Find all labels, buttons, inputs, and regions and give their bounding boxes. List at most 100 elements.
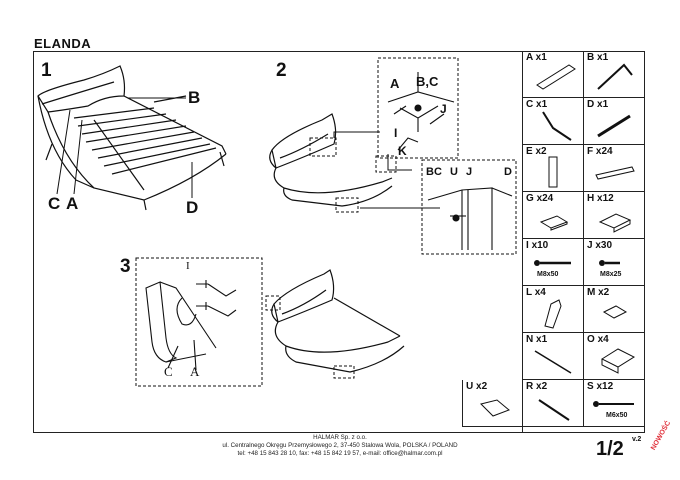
part-qty: x2 [536,381,548,392]
part-qty: x1 [535,52,547,63]
bolt-icon [599,260,620,266]
part-cell-i: I x10 M8x50 [523,239,584,286]
corner-bracket-icon [600,348,636,374]
part-code: N [526,334,534,345]
step-2-detail-callout-u: U [450,166,458,178]
part-code: U [466,381,474,392]
part-qty: x1 [536,99,548,110]
step-1-callout-a: A [66,194,79,213]
step-3-headboard-drawing [265,269,405,379]
part-cell-s: S x12 M6x50 [584,380,645,427]
part-cell-g: G x24 [523,192,584,239]
part-code: A [526,52,533,63]
parts-list-panel [522,51,645,433]
part-qty: x2 [598,287,610,298]
step-1-number: 1 [41,60,52,81]
part-code: R [526,381,534,392]
screw-size: M6x50 [606,412,628,419]
step-3-detail-box [135,257,263,387]
part-cell-d: D x1 [584,98,645,145]
part-cell-m: M x2 [584,286,645,333]
part-code: O [587,334,595,345]
part-code: S [587,381,594,392]
part-cell-j: J x30 M8x25 [584,239,645,286]
part-code: I [526,240,529,251]
step-2-callout-j: J [440,102,447,116]
part-qty: x12 [597,193,614,204]
step-1-callout-c: C [48,194,61,213]
step-3-callout-i: I [186,260,190,272]
rod-icon [538,399,570,421]
part-cell-e: E x2 [523,145,584,192]
step-2-callout-a: A [390,76,400,91]
part-code: L [526,287,532,298]
step-2-callout-i: I [394,126,398,140]
part-qty: x2 [535,146,547,157]
step-2-detail-box-panel [421,159,517,255]
part-qty: x10 [531,240,549,251]
part-qty: x2 [476,381,488,392]
part-code: D [587,99,595,110]
part-cell-a: A x1 [523,51,584,98]
part-qty: x4 [534,287,546,298]
step-2-detail-box-corner [377,57,459,159]
step-2-detail-callout-j: J [466,166,473,178]
part-code: M [587,287,596,298]
page-number: 1/2 [596,438,624,460]
step-3-callout-a: A [190,364,200,379]
foot-rail-icon [597,114,631,138]
step-2-headboard-assembly-drawing [269,113,397,213]
leg-icon [544,299,562,329]
part-code: H [587,193,595,204]
part-qty: x1 [536,334,548,345]
footer-company: HALMAR Sp. z o.o. [313,434,367,441]
support-beam-icon [548,156,558,188]
document-title: ELANDA [34,36,92,51]
part-cell-f: F x24 [584,145,645,192]
part-code: C [526,99,534,110]
footer-contact: tel: +48 15 843 28 10, fax: +48 15 842 1… [237,450,443,457]
screw-icon [593,401,634,407]
part-code: G [526,193,534,204]
slat-icon [595,166,635,180]
step-2-detail-callout-b: B [426,166,434,178]
part-code: E [526,146,533,157]
mounting-plate-icon [480,399,510,417]
footer: HALMAR Sp. z o.o. ul. Centralnego Okręgu… [0,434,680,458]
headboard-panel-icon [536,64,576,90]
part-qty: x12 [596,381,614,392]
part-qty: x24 [536,193,554,204]
slat-holder-icon [598,213,632,233]
part-code: B [587,52,595,63]
part-qty: x30 [595,240,613,251]
part-qty: x4 [597,334,609,345]
part-cell-u: U x2 [462,380,523,427]
part-qty: x1 [597,99,609,110]
side-rail-icon [597,63,633,90]
part-cell-o: O x4 [584,333,645,380]
part-cell-n: N x1 [523,333,584,380]
step-2-detail-callout-c: C [434,166,442,178]
bracket-icon [602,305,628,319]
step-2-number: 2 [276,60,287,81]
step-1-callout-b: B [188,88,201,107]
bolt-size: M8x50 [537,271,559,278]
allen-key-icon [534,350,572,374]
step-2-callout-bc: B,C [416,74,439,89]
part-code: J [587,240,593,251]
bolt-size: M8x25 [600,271,622,278]
part-cell-l: L x4 [523,286,584,333]
side-rail-icon [542,111,572,141]
part-cell-c: C x1 [523,98,584,145]
part-qty: x1 [597,52,609,63]
slat-holder-icon [539,215,569,231]
part-cell-r: R x2 [523,380,584,427]
part-qty: x24 [595,146,613,157]
step-1-bed-frame-drawing [37,65,227,211]
step-3-callout-c: C [164,364,173,379]
step-2-callout-k: K [398,144,407,158]
step-2-detail-callout-d: D [504,166,512,178]
part-cell-b: B x1 [584,51,645,98]
